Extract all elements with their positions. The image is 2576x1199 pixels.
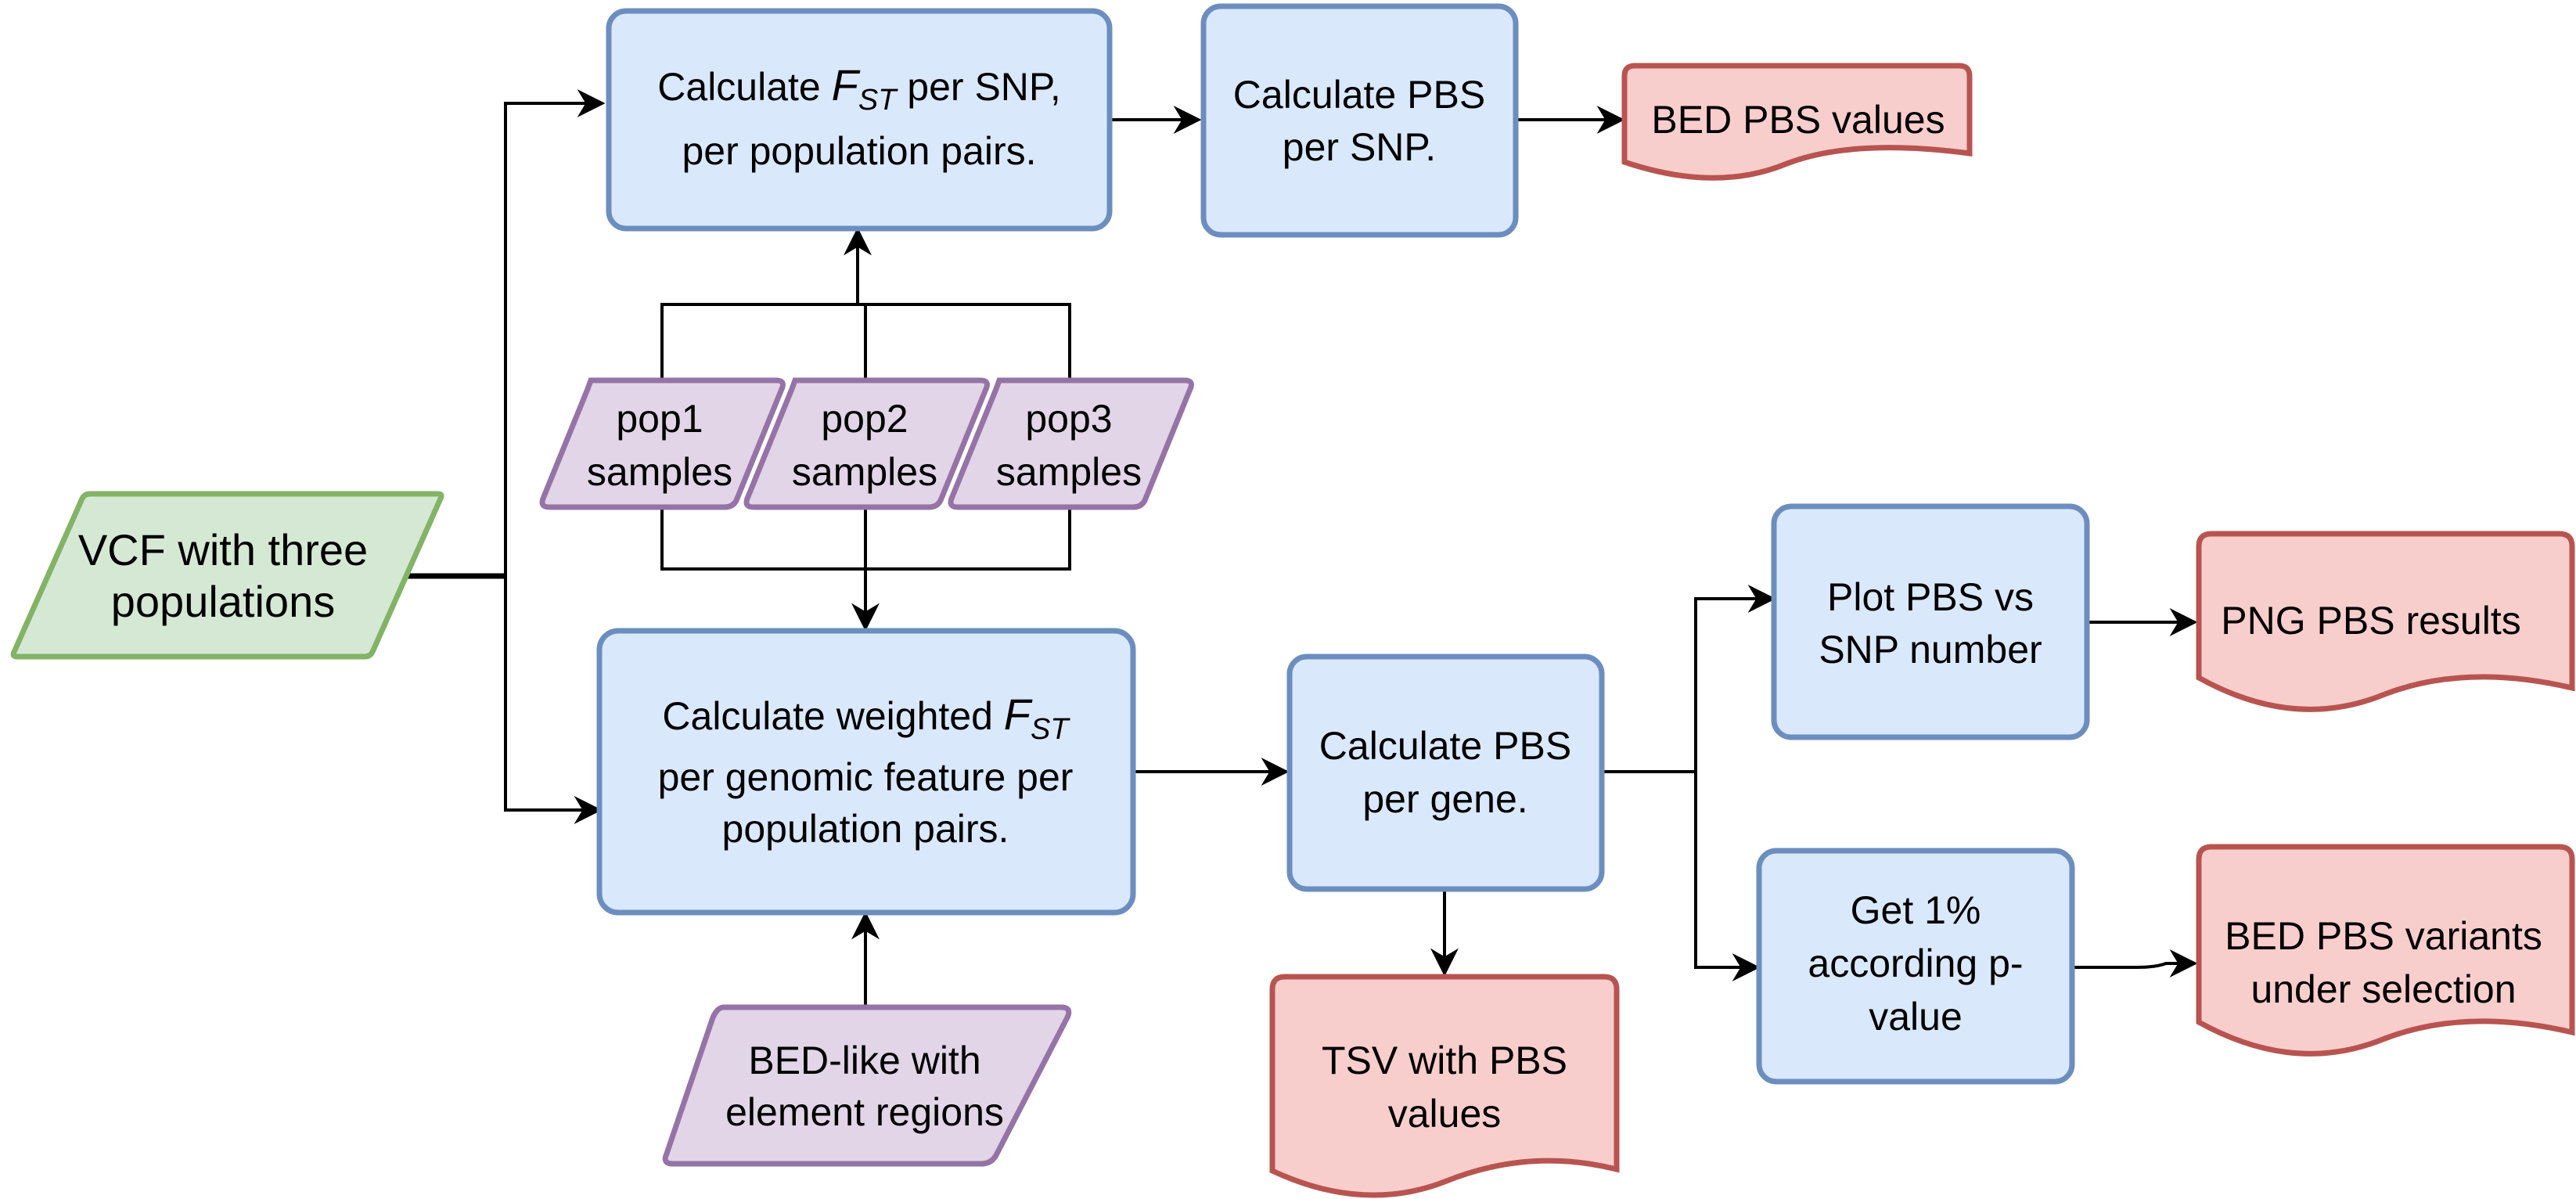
pop1-input-node: pop1 samples bbox=[539, 377, 786, 510]
plot-pbs-label-line1: Plot PBS vs bbox=[1827, 575, 2034, 619]
fst-per-snp-node: Calculate FST per SNP, per population pa… bbox=[606, 8, 1113, 232]
bed-like-label-line1: BED-like with bbox=[748, 1039, 980, 1082]
get-1-percent-label-line3: value bbox=[1869, 995, 1963, 1039]
weighted-fst-label-line1: Calculate weighted FST bbox=[662, 690, 1070, 746]
pbs-per-gene-node: Calculate PBS per gene. bbox=[1286, 654, 1605, 892]
get-1-percent-label-line2: according p- bbox=[1808, 942, 2023, 985]
get-1-percent-node: Get 1% according p- value bbox=[1756, 848, 2075, 1085]
edge-get1-to-bed-variants bbox=[2072, 949, 2198, 978]
weighted-fst-label-line3: population pairs. bbox=[722, 807, 1009, 851]
plot-pbs-label-line2: SNP number bbox=[1819, 628, 2042, 672]
pop1-label-line1: pop1 bbox=[616, 397, 703, 441]
pop3-label-line2: samples bbox=[996, 450, 1142, 494]
edge-pbs-gene-to-get1 bbox=[1694, 772, 1761, 981]
bed-like-label-line2: element regions bbox=[725, 1090, 1004, 1134]
tsv-pbs-values-label-line2: values bbox=[1388, 1092, 1502, 1136]
edge-vcf-to-weighted-fst bbox=[504, 576, 603, 824]
pop3-label-line1: pop3 bbox=[1025, 397, 1112, 441]
edges bbox=[395, 89, 2198, 1007]
bed-pbs-values-node: BED PBS values bbox=[1621, 63, 1973, 181]
plot-pbs-node: Plot PBS vs SNP number bbox=[1771, 503, 2090, 740]
edge-vcf-to-fst-snp bbox=[504, 89, 606, 576]
bed-pbs-variants-label-line1: BED PBS variants bbox=[2225, 914, 2542, 958]
vcf-input-node: VCF with three populations bbox=[10, 491, 444, 660]
tsv-pbs-values-label-line1: TSV with PBS bbox=[1322, 1039, 1567, 1082]
pbs-per-snp-label-line1: Calculate PBS bbox=[1233, 73, 1485, 117]
bed-pbs-variants-label-line2: under selection bbox=[2250, 967, 2516, 1011]
bed-pbs-variants-node: BED PBS variants under selection bbox=[2196, 844, 2575, 1057]
pop2-label-line2: samples bbox=[792, 450, 937, 494]
weighted-fst-node: Calculate weighted FST per genomic featu… bbox=[596, 628, 1136, 916]
png-pbs-results-node: PNG PBS results bbox=[2196, 531, 2575, 712]
pbs-per-gene-label-line2: per gene. bbox=[1362, 777, 1527, 821]
pop1-label-line2: samples bbox=[587, 450, 732, 494]
edge-pbs-gene-to-plot bbox=[1694, 585, 1776, 772]
pop2-label-line1: pop2 bbox=[821, 397, 908, 441]
fst-per-snp-label-line2: per population pairs. bbox=[682, 129, 1036, 173]
get-1-percent-label-line1: Get 1% bbox=[1851, 888, 1981, 932]
bed-like-input-node: BED-like with element regions bbox=[662, 1004, 1072, 1167]
pop2-input-node: pop2 samples bbox=[743, 377, 990, 510]
pop3-input-node: pop3 samples bbox=[948, 377, 1194, 510]
pbs-per-gene-label-line1: Calculate PBS bbox=[1319, 724, 1571, 768]
bed-pbs-values-label: BED PBS values bbox=[1651, 98, 1945, 142]
pbs-per-snp-node: Calculate PBS per SNP. bbox=[1200, 3, 1519, 238]
pbs-per-snp-label-line2: per SNP. bbox=[1283, 125, 1436, 169]
png-pbs-results-label: PNG PBS results bbox=[2221, 599, 2520, 643]
tsv-pbs-values-node: TSV with PBS values bbox=[1269, 974, 1620, 1198]
vcf-label-line2: populations bbox=[111, 577, 335, 626]
weighted-fst-label-line2: per genomic feature per bbox=[658, 755, 1074, 799]
vcf-label-line1: VCF with three bbox=[78, 525, 368, 574]
fst-per-snp-label-line1: Calculate FST per SNP, bbox=[657, 60, 1060, 117]
